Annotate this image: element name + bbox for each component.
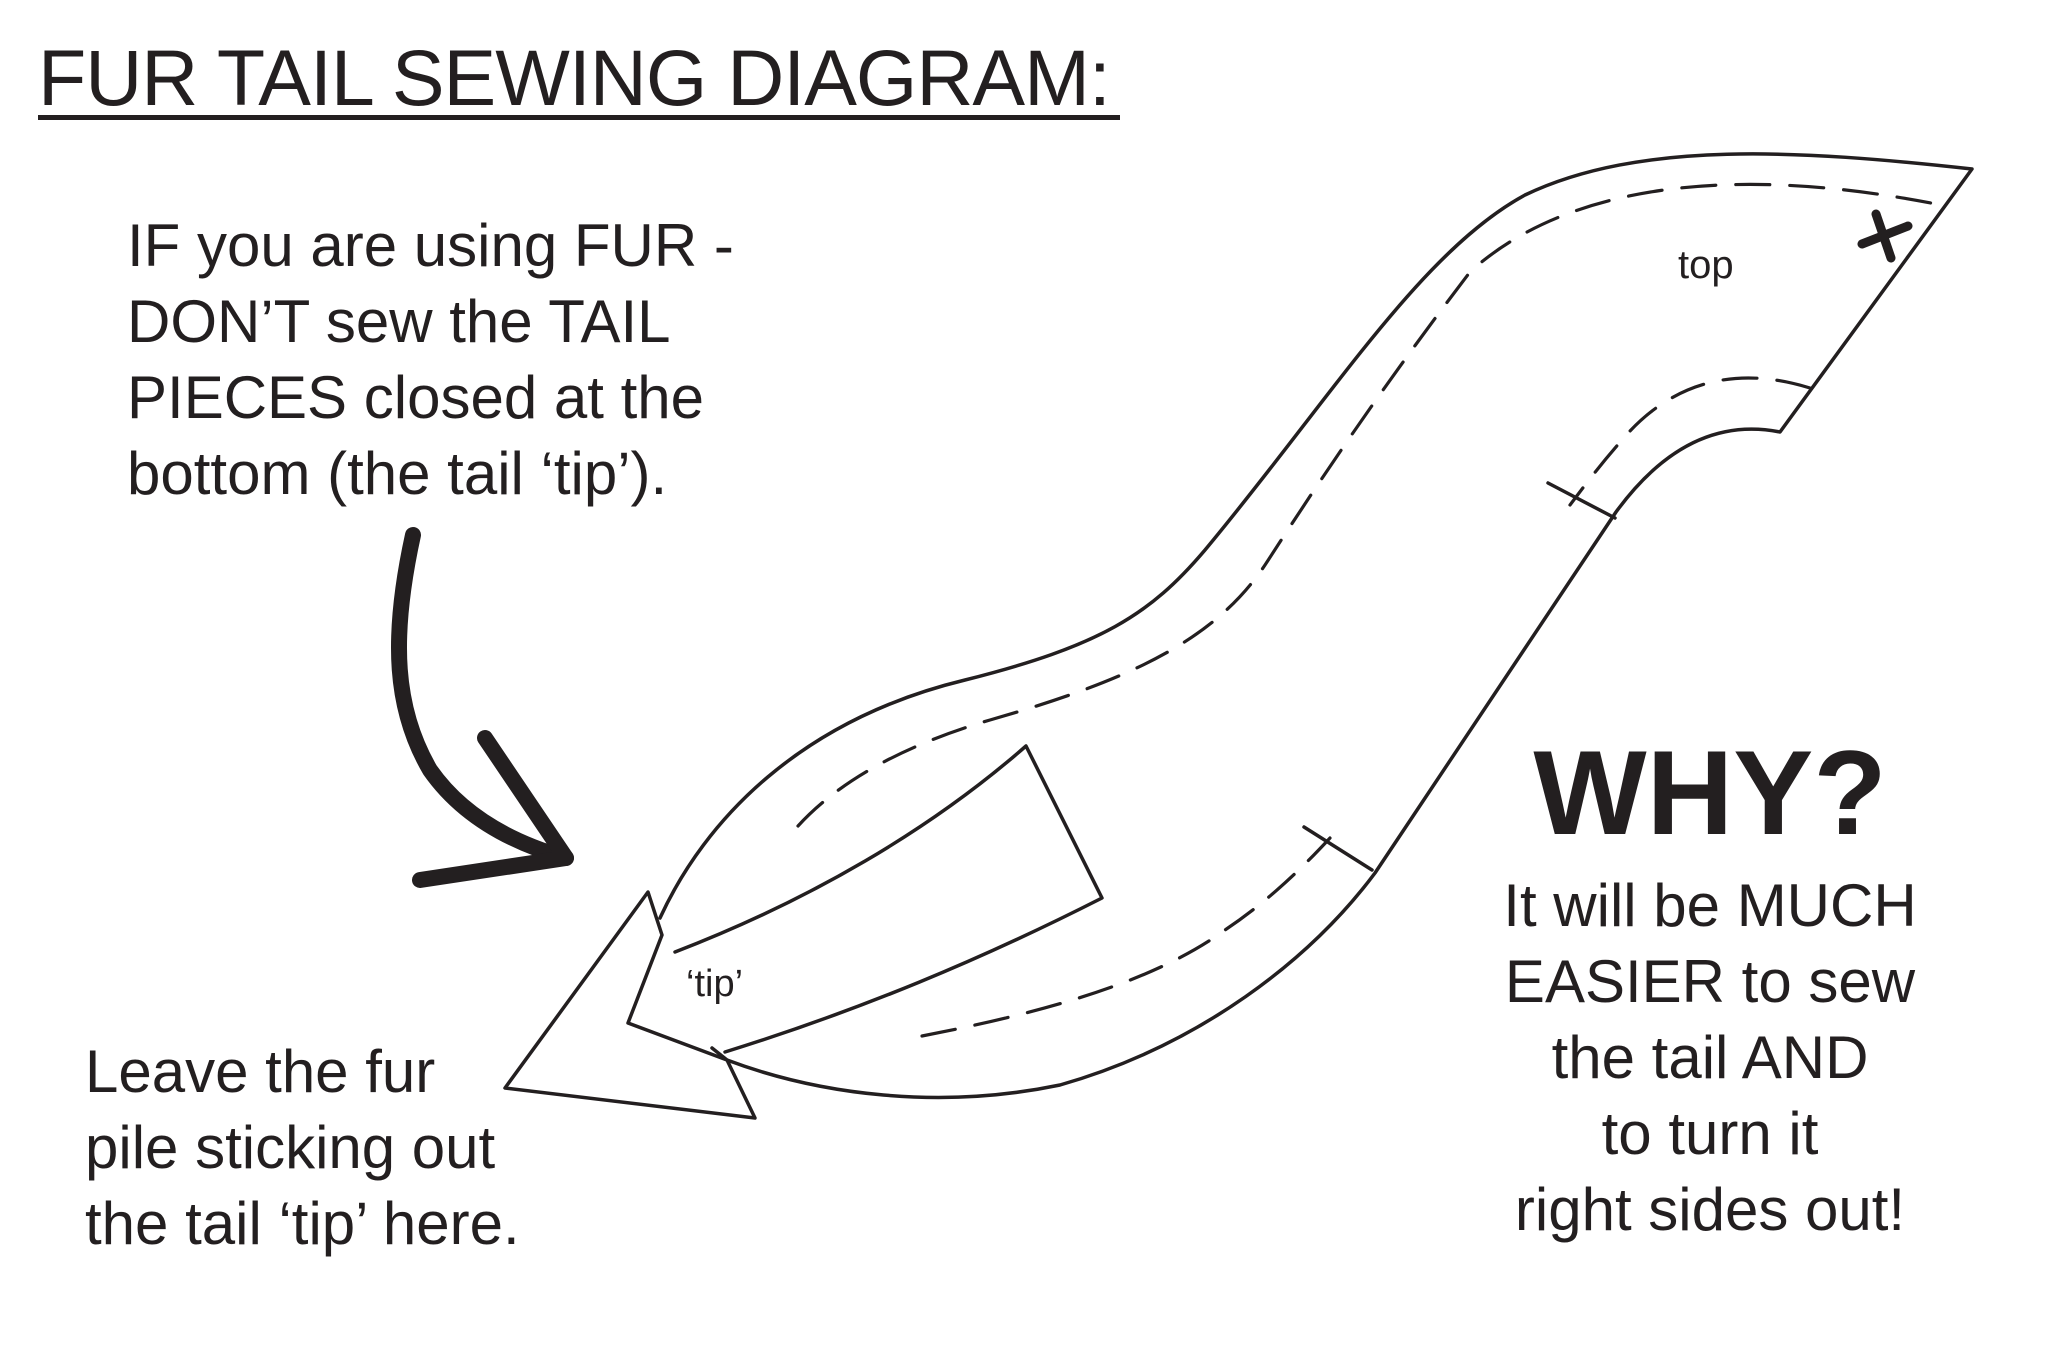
why-heading: WHY? [1533,726,1887,860]
instruction-line: bottom (the tail ‘tip’). [127,440,668,507]
why-line: EASIER to sew [1504,948,1916,1015]
leave-note-line: pile sticking out [85,1114,496,1181]
leave-note-line: the tail ‘tip’ here. [85,1190,520,1257]
instruction-line: DON’T sew the TAIL [127,288,671,355]
seam-allowance-dashed-line-notch [1568,376,1812,507]
pattern-label-top: top [1678,243,1734,287]
match-mark-upper [1546,481,1617,520]
fur-pile-tip-arrow [503,890,757,1120]
cross-mark-b [1871,209,1896,263]
pointer-arrow-shaft [391,527,574,866]
why-line: to turn it [1601,1100,1819,1167]
why-explanation: It will be MUCH EASIER to sew the tail A… [1450,868,1970,1248]
leave-fur-note: Leave the fur pile sticking out the tail… [85,1034,520,1262]
instruction-line: PIECES closed at the [127,364,704,431]
title-underline [38,115,1120,120]
why-line: right sides out! [1514,1176,1906,1243]
seam-allowance-dashed-line-lower [920,836,1332,1038]
pattern-label-tip: ‘tip’ [686,963,744,1005]
why-line: It will be MUCH [1503,872,1917,939]
why-line: the tail AND [1551,1024,1869,1091]
leave-note-line: Leave the fur [85,1038,436,1105]
seam-allowance-dashed-line [796,182,1948,828]
match-mark-lower [1302,825,1374,872]
pointer-arrow-head [412,730,574,888]
fur-instruction-note: IF you are using FUR - DON’T sew the TAI… [127,208,734,512]
tail-tip-inner-flap [673,744,1104,1054]
instruction-line: IF you are using FUR - [127,212,734,279]
tail-piece-outline [658,152,1974,1100]
diagram-title: FUR TAIL SEWING DIAGRAM: [38,33,1111,122]
